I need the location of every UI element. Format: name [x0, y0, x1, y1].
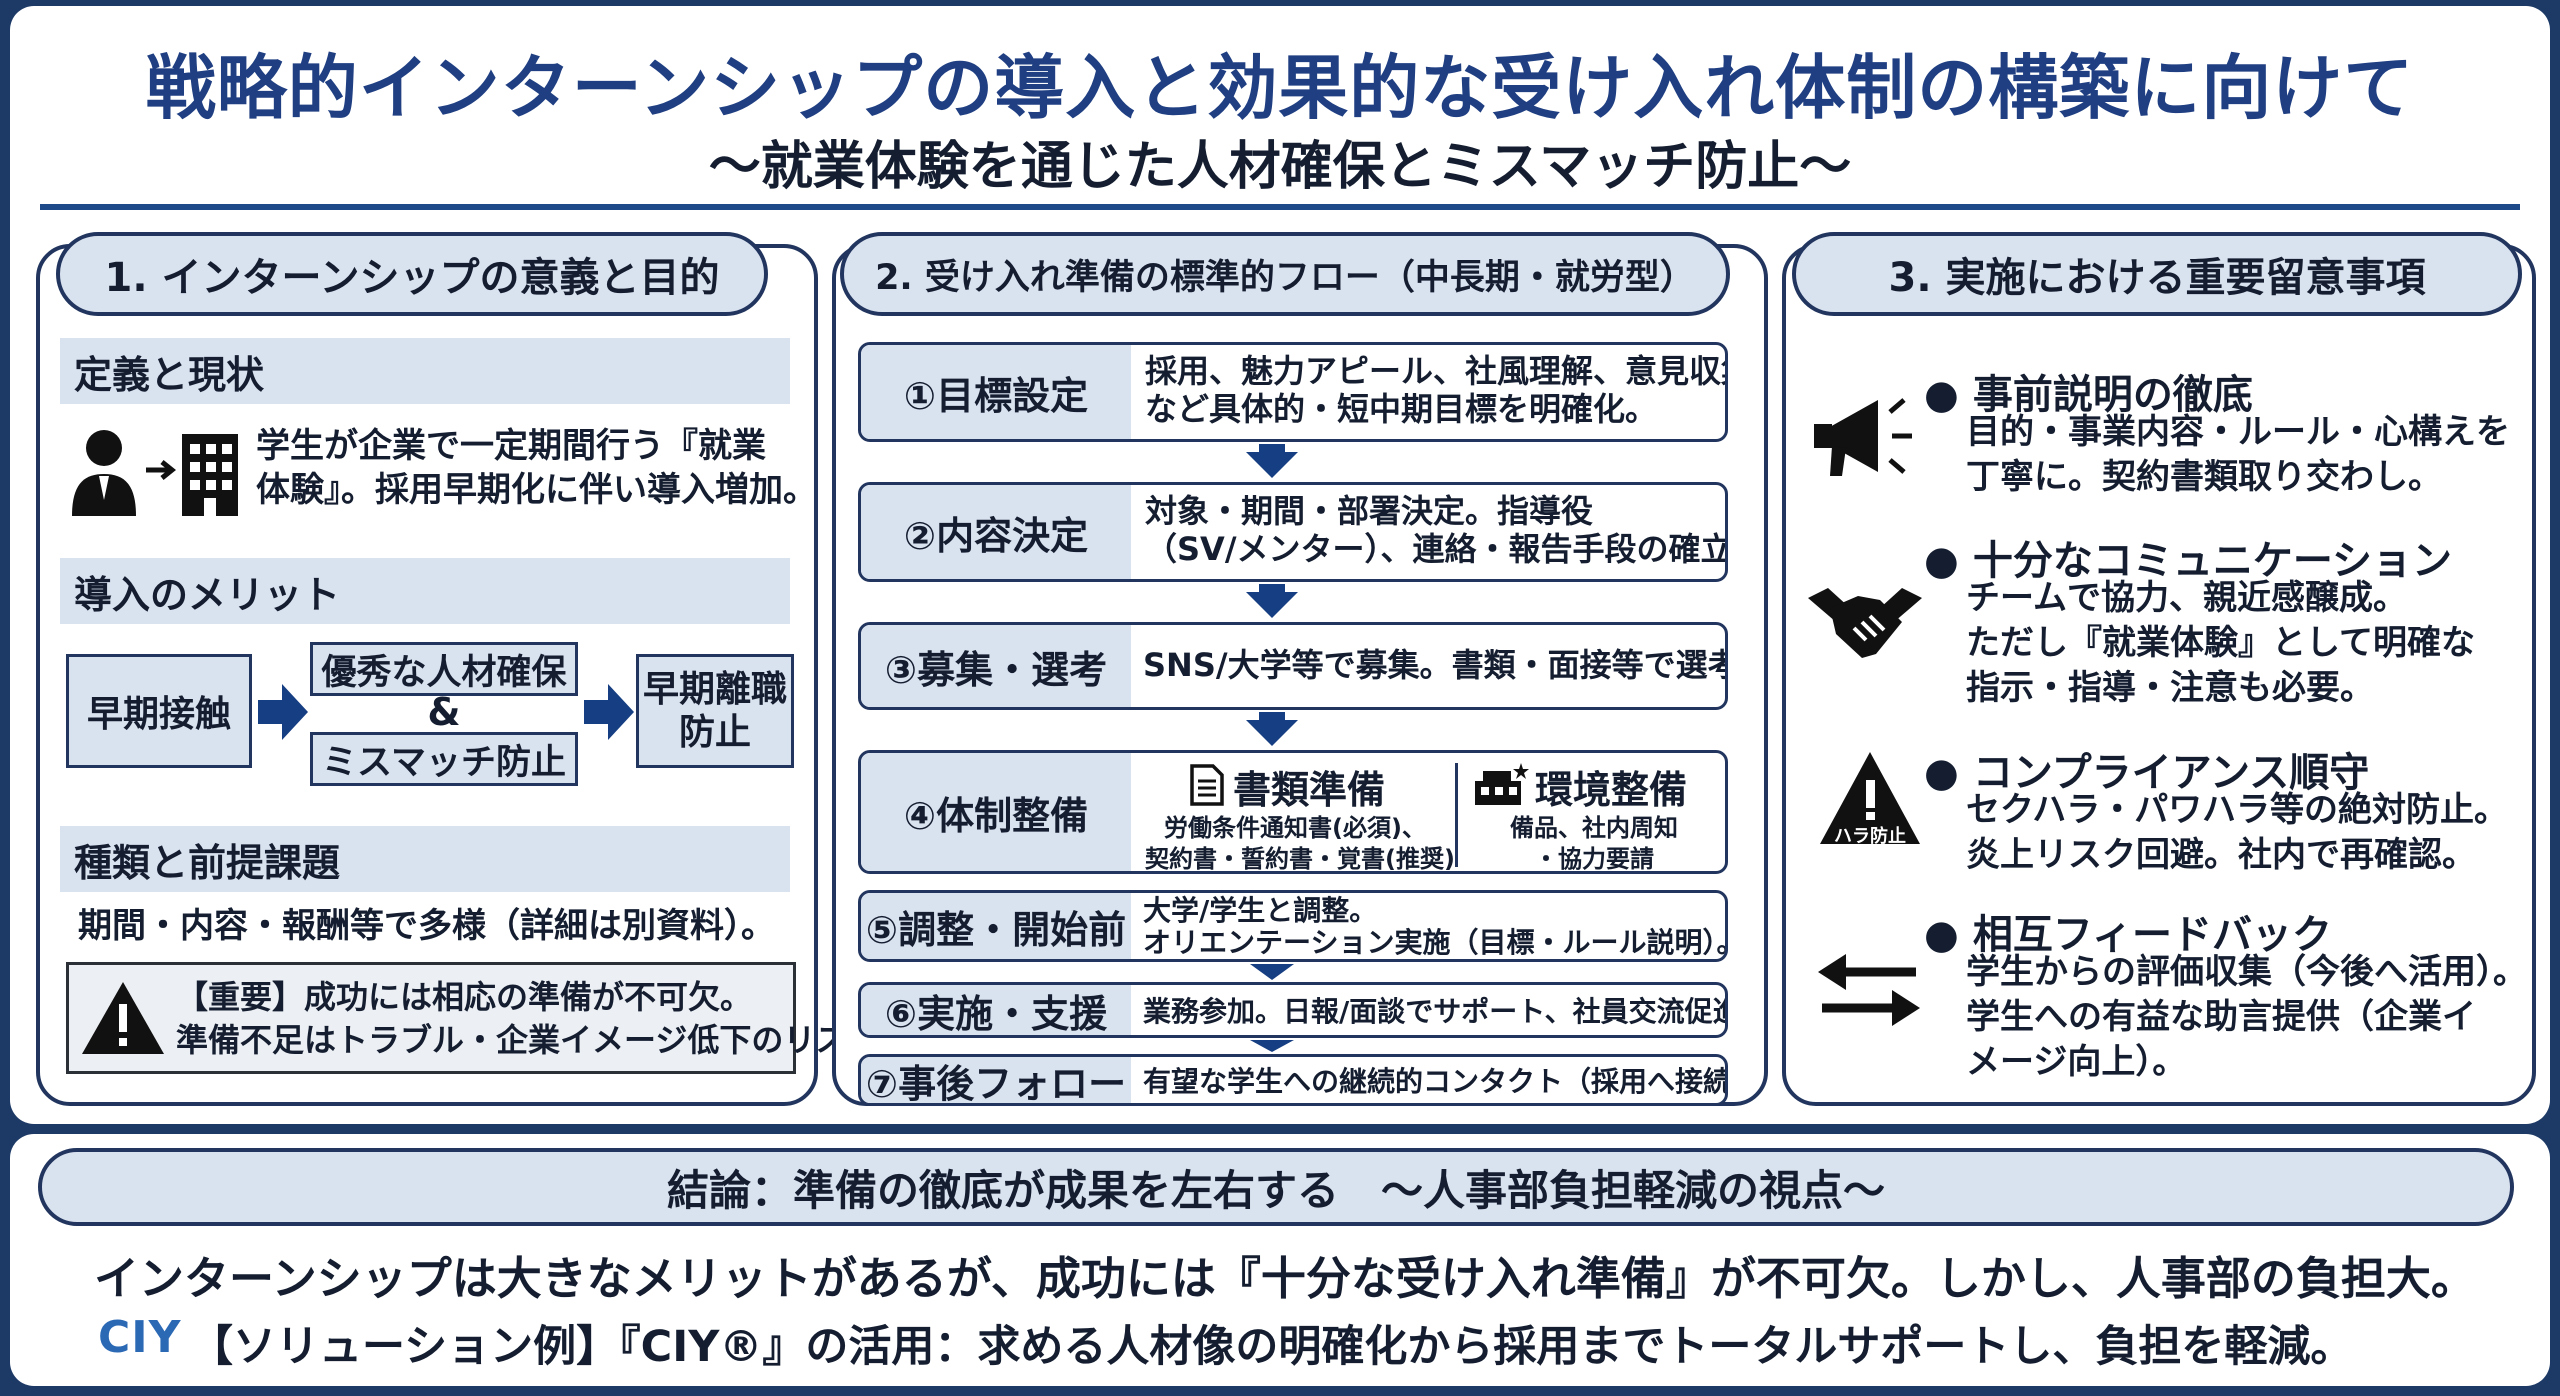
flow-arrow-head	[1246, 720, 1298, 746]
point-1-title: ● 事前説明の徹底	[1924, 372, 2253, 418]
flow-step-5: ⑤調整・開始前 大学/学生と調整。オリエンテーション実施（目標・ルール説明）。	[858, 890, 1728, 962]
definition-heading: 定義と現状	[60, 338, 790, 404]
types-heading: 種類と前提課題	[60, 826, 790, 892]
page-frame: 戦略的インターンシップの導入と効果的な受け入れ体制の構築に向けて ～就業体験を通…	[6, 6, 2554, 1390]
title-divider	[40, 204, 2520, 210]
definition-text: 学生が企業で一定期間行う『就業体験』。採用早期化に伴い導入増加。	[256, 426, 817, 511]
warning-icon	[82, 982, 164, 1054]
office-icon	[1475, 763, 1529, 805]
flow-step-1: ①目標設定 採用、魅力アピール、社風理解、意見収集など具体的・短中期目標を明確化…	[858, 342, 1728, 442]
flow-arrow-head	[1250, 964, 1294, 980]
merit-mismatch: ミスマッチ防止	[310, 732, 578, 786]
merit-arrow-1	[258, 684, 308, 740]
point-2-title: ● 十分なコミュニケーション	[1924, 538, 2453, 584]
flow-arrow	[1259, 712, 1285, 722]
flow-step-4: ④体制整備 書類準備 労働条件通知書(必須)、契約書・誓約書・覚書(推奨) 環境…	[858, 750, 1728, 874]
flow-step-3: ③募集・選考 SNS/大学等で募集。書類・面接等で選考。	[858, 622, 1728, 710]
section-2-heading: 2. 受け入れ準備の標準的フロー（中長期・就労型）	[840, 232, 1730, 316]
flow-arrow	[1259, 444, 1285, 454]
conclusion-panel: 結論：準備の徹底が成果を左右する ～人事部負担軽減の視点～ インターンシップは大…	[10, 1134, 2550, 1386]
page-title: 戦略的インターンシップの導入と効果的な受け入れ体制の構築に向けて	[145, 47, 2415, 129]
flow-arrow-head	[1246, 592, 1298, 618]
section-3-panel	[1782, 244, 2536, 1106]
exchange-arrows-icon	[1818, 954, 1920, 1026]
merit-early-contact: 早期接触	[66, 654, 252, 768]
warning-box	[66, 962, 796, 1074]
merit-retention: 早期離職防止	[636, 654, 794, 768]
flow-step-6: ⑥実施・支援 業務参加。日報/面談でサポート、社員交流促進。	[858, 982, 1728, 1038]
page-subtitle: ～就業体験を通じた人材確保とミスマッチ防止～	[708, 137, 1852, 197]
merit-heading: 導入のメリット	[60, 558, 790, 624]
megaphone-icon	[1814, 398, 1912, 476]
harassment-icon-label: ハラ防止	[1834, 826, 1906, 847]
section-1-heading: 1. インターンシップの意義と目的	[56, 232, 768, 316]
merit-talent: 優秀な人材確保	[310, 642, 578, 696]
conclusion-line-2: 【ソリューション例】『CIY®』の活用：求める人材像の明確化から採用までトータル…	[190, 1322, 2354, 1372]
warning-text: 【重要】成功には相応の準備が不可欠。準備不足はトラブル・企業イメージ低下のリスク…	[176, 978, 909, 1060]
section-3-heading: 3. 実施における重要留意事項	[1792, 232, 2522, 316]
person-to-building-icon	[66, 424, 256, 518]
flow-arrow-head	[1250, 1040, 1294, 1052]
conclusion-heading: 結論：準備の徹底が成果を左右する ～人事部負担軽減の視点～	[38, 1148, 2514, 1226]
flow-step-2: ②内容決定 対象・期間・部署決定。指導役（SV/メンター）、連絡・報告手段の確立…	[858, 482, 1728, 582]
harassment-warning-icon	[1820, 752, 1920, 844]
handshake-icon	[1808, 588, 1922, 658]
document-icon	[1190, 764, 1224, 806]
point-2-body: チームで協力、親近感醸成。ただし『就業体験』として明確な指示・指導・注意も必要。	[1966, 578, 2475, 708]
point-4-body: 学生からの評価収集（今後へ活用）。学生への有益な助言提供（企業イメージ向上）。	[1966, 952, 2527, 1082]
point-1-body: 目的・事業内容・ルール・心構えを丁寧に。契約書類取り交わし。	[1966, 412, 2510, 497]
flow-step-7: ⑦事後フォロー 有望な学生への継続的コンタクト（採用へ接続）。	[858, 1054, 1728, 1106]
main-panel: 戦略的インターンシップの導入と効果的な受け入れ体制の構築に向けて ～就業体験を通…	[10, 6, 2550, 1124]
flow-arrow-head	[1246, 452, 1298, 478]
ciy-logo: CIY	[98, 1312, 182, 1363]
point-3-body: セクハラ・パワハラ等の絶対防止。炎上リスク回避。社内で再確認。	[1966, 790, 2508, 875]
merit-arrow-2	[584, 684, 634, 740]
conclusion-line-1: インターンシップは大きなメリットがあるが、成功には『十分な受け入れ準備』が不可欠…	[94, 1252, 2476, 1305]
point-4-title: ● 相互フィードバック	[1924, 912, 2333, 958]
flow-arrow	[1259, 584, 1285, 594]
types-text: 期間・内容・報酬等で多様（詳細は別資料）。	[78, 906, 775, 946]
point-3-title: ● コンプライアンス順守	[1924, 750, 2370, 796]
merit-ampersand: &	[427, 690, 461, 734]
